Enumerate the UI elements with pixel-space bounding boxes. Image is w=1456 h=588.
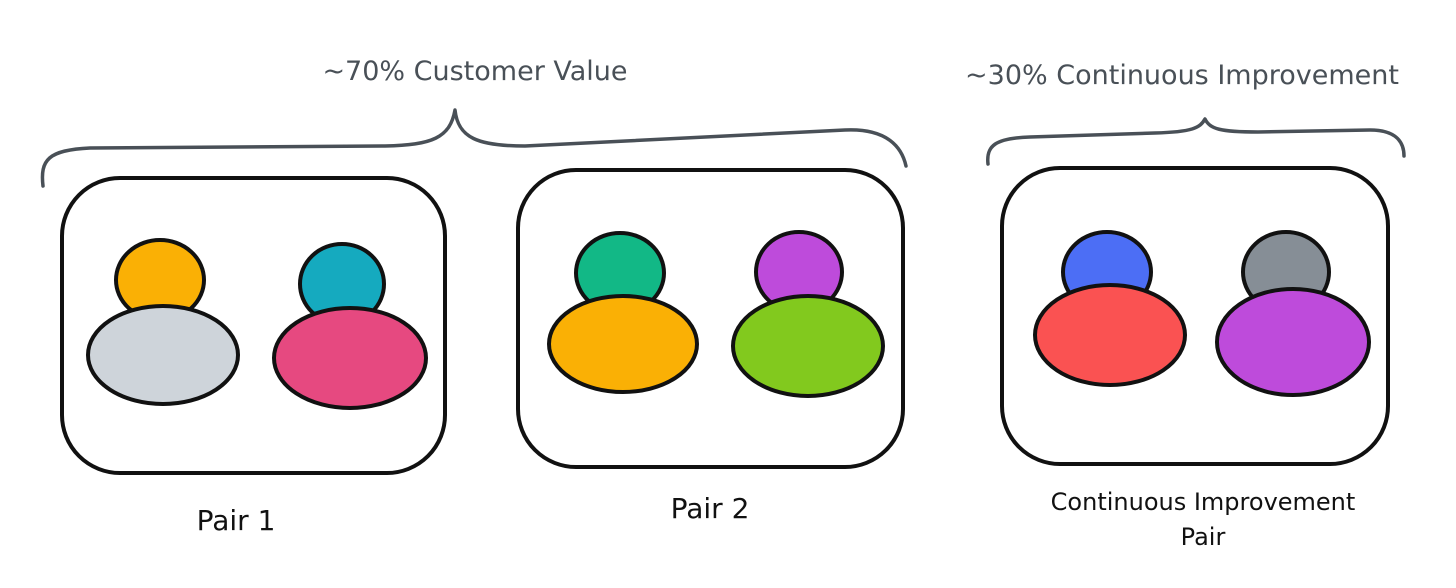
person-body — [1033, 283, 1187, 387]
brace-customer-value — [40, 108, 908, 188]
group-label-continuous-improvement: ~30% Continuous Improvement — [965, 60, 1399, 91]
person — [547, 231, 699, 394]
pair-continuous-improvement: Continuous Improvement Pair — [1000, 166, 1390, 551]
pair-1: Pair 1 — [60, 176, 447, 537]
pair-box — [60, 176, 447, 475]
person-body — [731, 294, 885, 398]
pair-label: Pair 1 — [197, 504, 276, 537]
person — [731, 230, 885, 398]
pair-label-line-2: Pair — [1181, 523, 1226, 551]
pair-box — [516, 168, 905, 469]
person-body — [272, 306, 428, 410]
pair-box — [1000, 166, 1390, 466]
group-continuous-improvement: ~30% Continuous Improvement — [965, 60, 1406, 166]
brace-continuous-improvement — [986, 117, 1406, 166]
person-body — [1215, 287, 1371, 397]
person-body — [86, 304, 240, 406]
group-label-customer-value: ~70% Customer Value — [322, 56, 627, 87]
person — [86, 238, 240, 406]
person — [272, 242, 428, 410]
pair-2: Pair 2 — [516, 168, 905, 525]
person-body — [547, 294, 699, 394]
person — [1033, 230, 1187, 387]
person — [1215, 230, 1371, 397]
pair-label: Pair 2 — [671, 492, 750, 525]
group-customer-value: ~70% Customer Value — [40, 56, 908, 188]
pair-label: Continuous Improvement — [1051, 488, 1356, 516]
